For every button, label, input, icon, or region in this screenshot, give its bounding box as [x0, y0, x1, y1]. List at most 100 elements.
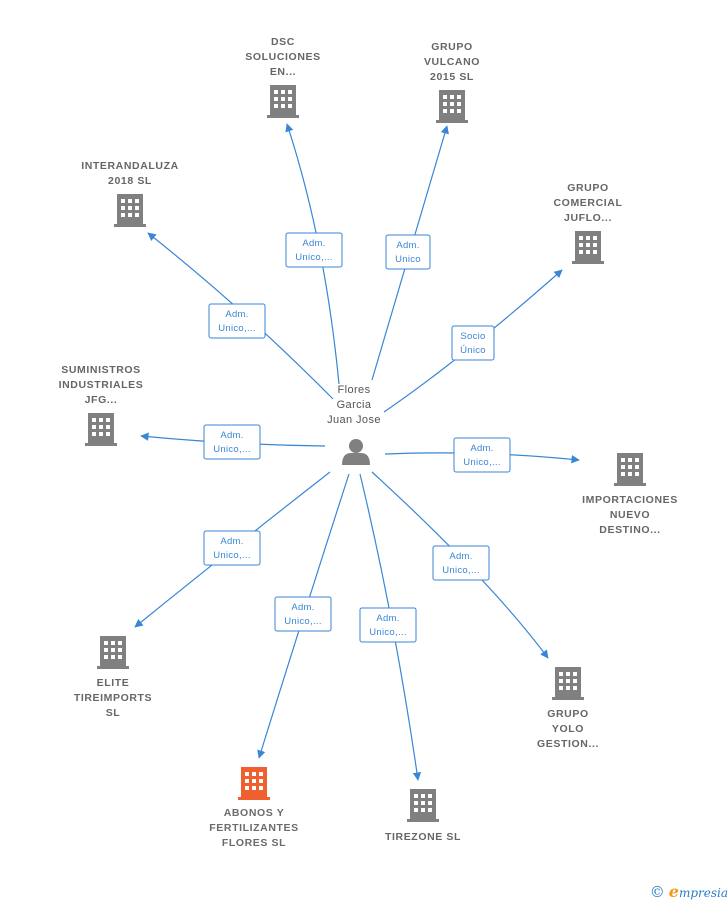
- center-person-node[interactable]: Flores Garcia Juan Jose: [327, 384, 381, 465]
- brand-name: mpresia: [678, 886, 728, 900]
- relation-text-line-2: Unico: [395, 254, 421, 265]
- person-name-line-2: Garcia: [337, 399, 372, 411]
- company-name-line-3: SL: [106, 707, 121, 719]
- relation-text-line-2: Unico,...: [463, 457, 501, 468]
- relation-text-line-2: Unico,...: [213, 550, 251, 561]
- relation-text-line-2: Unico,...: [284, 616, 322, 627]
- company-name-line-1: GRUPO: [567, 182, 609, 194]
- relation-box: [285, 232, 343, 268]
- relation-box: [432, 545, 490, 581]
- relation-text-line-1: Adm.: [470, 443, 493, 454]
- relation-text-line-2: Unico,...: [442, 565, 480, 576]
- relation-labels-layer: Adm.Unico,...Adm.UnicoAdm.Unico,...Socio…: [203, 232, 511, 643]
- building-icon: [552, 667, 584, 700]
- company-name-line-3: EN...: [270, 66, 296, 78]
- company-name-line-3: GESTION...: [537, 738, 599, 750]
- company-name-line-2: FERTILIZANTES: [209, 822, 298, 834]
- company-node-abonos[interactable]: ABONOS Y FERTILIZANTES FLORES SL: [209, 767, 298, 849]
- company-name-line-1: GRUPO: [431, 41, 473, 53]
- relation-text-line-1: Adm.: [220, 536, 243, 547]
- company-name-line-2: 2018 SL: [108, 175, 152, 187]
- relation-label-suministros[interactable]: Adm. Unico,...: [203, 424, 261, 460]
- company-name-line-2: INDUSTRIALES: [59, 379, 144, 391]
- relation-text-line-2: Unico,...: [213, 444, 251, 455]
- person-icon: [342, 439, 370, 465]
- company-node-interandaluza[interactable]: INTERANDALUZA 2018 SL: [81, 160, 179, 227]
- relation-box: [359, 607, 417, 643]
- company-name-line-2: SOLUCIONES: [245, 51, 320, 63]
- building-icon: [407, 789, 439, 822]
- relation-box: [451, 325, 495, 361]
- relation-text-line-2: Unico,...: [369, 627, 407, 638]
- copyright-icon: ©: [649, 882, 665, 901]
- company-name-line-1: ELITE: [97, 677, 130, 689]
- brand-logo: empresia: [669, 882, 728, 901]
- relation-box: [453, 437, 511, 473]
- building-icon: [85, 413, 117, 446]
- company-node-importaciones[interactable]: IMPORTACIONES NUEVO DESTINO...: [582, 453, 678, 536]
- company-name-line-2: NUEVO: [610, 509, 650, 521]
- relation-label-dsc[interactable]: Adm. Unico,...: [285, 232, 343, 268]
- relation-text-line-2: Unico,...: [295, 252, 333, 263]
- company-name-line-1: ABONOS Y: [224, 807, 285, 819]
- company-node-elite[interactable]: ELITE TIREIMPORTS SL: [74, 636, 152, 719]
- building-icon: [238, 767, 270, 800]
- company-name-line-3: 2015 SL: [430, 71, 474, 83]
- relation-label-tirezone[interactable]: Adm. Unico,...: [359, 607, 417, 643]
- company-name-line-2: VULCANO: [424, 56, 480, 68]
- building-icon: [97, 636, 129, 669]
- company-name-line-1: GRUPO: [547, 708, 589, 720]
- company-node-tirezone[interactable]: TIREZONE SL: [385, 789, 461, 843]
- relation-text-line-1: Adm.: [302, 238, 325, 249]
- company-name-line-3: JFG...: [85, 394, 118, 406]
- company-node-suministros[interactable]: SUMINISTROS INDUSTRIALES JFG...: [59, 364, 144, 446]
- relation-label-interandaluza[interactable]: Adm. Unico,...: [208, 303, 266, 339]
- company-node-yolo[interactable]: GRUPO YOLO GESTION...: [537, 667, 599, 750]
- nodes-layer: DSC SOLUCIONES EN... GRUPO VULCANO 2015 SL INT…: [59, 36, 678, 849]
- building-icon: [572, 231, 604, 264]
- brand-initial: e: [668, 882, 679, 901]
- company-name-line-3: FLORES SL: [222, 837, 286, 849]
- relation-label-elite[interactable]: Adm. Unico,...: [203, 530, 261, 566]
- company-name-line-2: COMERCIAL: [554, 197, 623, 209]
- building-icon: [614, 453, 646, 486]
- relation-text-line-2: Unico,...: [218, 323, 256, 334]
- company-name-line-1: INTERANDALUZA: [81, 160, 179, 172]
- company-name-line-2: YOLO: [552, 723, 584, 735]
- company-node-vulcano[interactable]: GRUPO VULCANO 2015 SL: [424, 41, 480, 123]
- company-name-line-3: DESTINO...: [599, 524, 660, 536]
- relation-text-line-1: Adm.: [376, 613, 399, 624]
- company-name-line-2: TIREIMPORTS: [74, 692, 152, 704]
- building-icon: [267, 85, 299, 118]
- company-name-line-3: JUFLO...: [564, 212, 612, 224]
- company-name-line-1: TIREZONE SL: [385, 831, 461, 843]
- relation-label-importaciones[interactable]: Adm. Unico,...: [453, 437, 511, 473]
- relation-text-line-1: Adm.: [396, 240, 419, 251]
- relation-box: [203, 530, 261, 566]
- company-name-line-1: DSC: [271, 36, 295, 48]
- relation-box: [385, 234, 431, 270]
- relation-text-line-1: Socio: [460, 331, 485, 342]
- relation-label-vulcano[interactable]: Adm. Unico: [385, 234, 431, 270]
- building-icon: [436, 90, 468, 123]
- relation-box: [208, 303, 266, 339]
- relation-text-line-2: Único: [460, 345, 486, 356]
- company-name-line-1: IMPORTACIONES: [582, 494, 678, 506]
- relation-box: [274, 596, 332, 632]
- company-name-line-1: SUMINISTROS: [61, 364, 141, 376]
- person-name-line-1: Flores: [338, 384, 371, 396]
- building-icon: [114, 194, 146, 227]
- relation-text-line-1: Adm.: [220, 430, 243, 441]
- person-name-line-3: Juan Jose: [327, 414, 381, 426]
- relation-text-line-1: Adm.: [449, 551, 472, 562]
- company-node-juflo[interactable]: GRUPO COMERCIAL JUFLO...: [554, 182, 623, 264]
- company-node-dsc[interactable]: DSC SOLUCIONES EN...: [245, 36, 320, 118]
- relation-label-abonos[interactable]: Adm. Unico,...: [274, 596, 332, 632]
- brand-footer[interactable]: © empresia: [650, 882, 728, 901]
- relation-box: [203, 424, 261, 460]
- relation-label-yolo[interactable]: Adm. Unico,...: [432, 545, 490, 581]
- relation-text-line-1: Adm.: [291, 602, 314, 613]
- relation-text-line-1: Adm.: [225, 309, 248, 320]
